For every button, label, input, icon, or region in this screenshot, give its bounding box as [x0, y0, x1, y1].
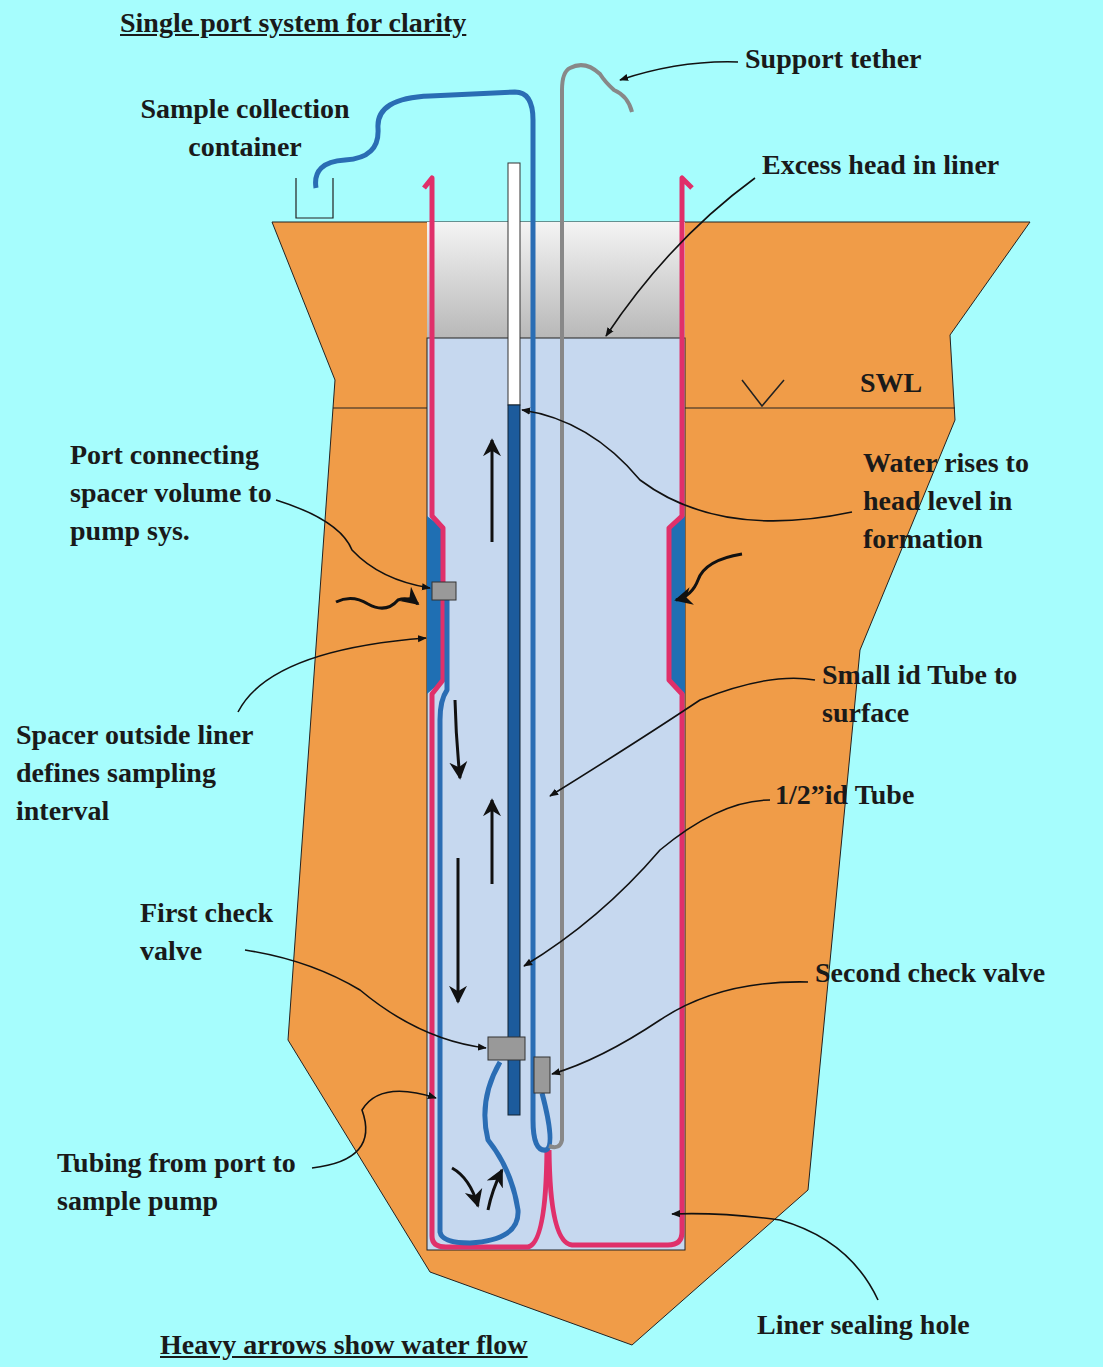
- label: SWL: [860, 364, 960, 402]
- leader-line: [620, 62, 738, 80]
- label: Liner sealing hole: [757, 1306, 1057, 1344]
- excess-head-zone: [427, 222, 685, 338]
- leader-line: [552, 982, 808, 1074]
- leader-line: [245, 950, 486, 1048]
- support-tether: [549, 65, 632, 1147]
- small-id-tube: [316, 92, 551, 1150]
- label: Sample collection container: [110, 90, 380, 166]
- diagram-title: Single port system for clarity: [120, 4, 640, 42]
- label: Support tether: [745, 40, 985, 78]
- half-inch-tube: [508, 163, 520, 405]
- label: Small id Tube to surface: [822, 656, 1030, 732]
- flow-arrow: [488, 1170, 502, 1210]
- water-level-symbol: [742, 380, 784, 406]
- sample-container: [296, 178, 333, 218]
- label: Second check valve: [815, 954, 1095, 992]
- leader-line: [312, 1091, 436, 1168]
- port-tubing: [440, 598, 518, 1243]
- leader-line: [606, 178, 755, 336]
- leader-line: [550, 678, 815, 796]
- diagram-caption: Heavy arrows show water flow: [160, 1326, 620, 1364]
- check-valve: [488, 1037, 525, 1060]
- liner: [549, 178, 692, 1245]
- label: Port connecting spacer volume to pump sy…: [70, 436, 308, 550]
- flow-arrow: [457, 858, 460, 1002]
- water-in-liner: [427, 338, 685, 1250]
- leader-line: [238, 638, 426, 712]
- flow-arrow: [491, 440, 494, 542]
- flow-arrow: [336, 598, 418, 608]
- label: 1/2”id Tube: [775, 776, 995, 814]
- port: [432, 582, 456, 600]
- leader-line: [524, 800, 770, 966]
- static-water-level: [333, 407, 427, 408]
- flow-arrow: [452, 1168, 478, 1206]
- formation: [272, 222, 1030, 1345]
- label: Excess head in liner: [762, 146, 1082, 184]
- label: First check valve: [140, 894, 308, 970]
- flow-arrow: [676, 554, 742, 600]
- label: Water rises to head level in formation: [863, 444, 1051, 558]
- check-valve: [534, 1057, 550, 1093]
- leader-line: [522, 410, 852, 521]
- flow-arrow: [455, 700, 460, 778]
- half-inch-tube: [508, 405, 520, 1115]
- liner: [424, 178, 547, 1247]
- leader-line: [672, 1214, 878, 1300]
- static-water-level: [685, 407, 955, 408]
- flow-arrow: [491, 800, 494, 884]
- label: Tubing from port to sample pump: [57, 1144, 319, 1220]
- leader-line: [276, 500, 430, 588]
- label: Spacer outside liner defines sampling in…: [16, 716, 308, 830]
